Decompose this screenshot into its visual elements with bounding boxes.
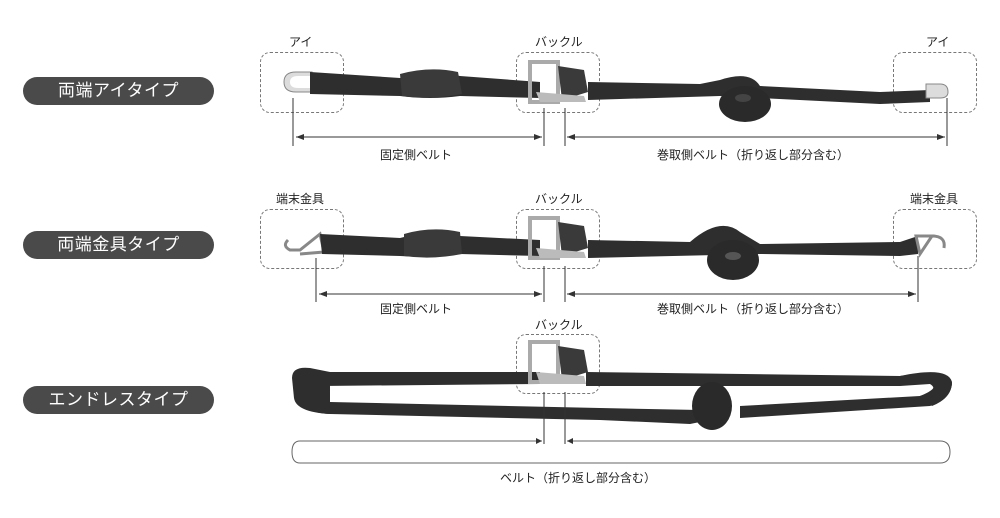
belt-label: ベルト（折り返し部分含む） [500, 471, 657, 485]
buckle-highlight-3 [516, 334, 600, 394]
wind-belt-label-2: 巻取側ベルト（折り返し部分含む） [657, 302, 850, 316]
buckle-label: バックル [535, 35, 583, 49]
right-hook-highlight [893, 209, 977, 269]
left-eye-label: アイ [289, 35, 313, 49]
buckle-label-2: バックル [535, 192, 583, 206]
fixed-belt-label-2: 固定側ベルト [380, 302, 453, 316]
type-label-endless: エンドレスタイプ [23, 386, 214, 414]
type-label-both-eye: 両端アイタイプ [23, 77, 214, 105]
eye-strap-row1 [283, 60, 949, 146]
right-eye-label: アイ [926, 35, 950, 49]
hook-strap-row2 [283, 216, 946, 302]
left-hook-label: 端末金具 [276, 192, 325, 206]
buckle-label-3: バックル [535, 318, 583, 332]
type-label-both-hook: 両端金具タイプ [23, 231, 214, 259]
right-hook-label: 端末金具 [910, 192, 959, 206]
endless-strap-row3 [291, 340, 952, 464]
wind-belt-label: 巻取側ベルト（折り返し部分含む） [657, 148, 850, 162]
fixed-belt-label: 固定側ベルト [380, 148, 453, 162]
right-eye-highlight [893, 52, 977, 113]
